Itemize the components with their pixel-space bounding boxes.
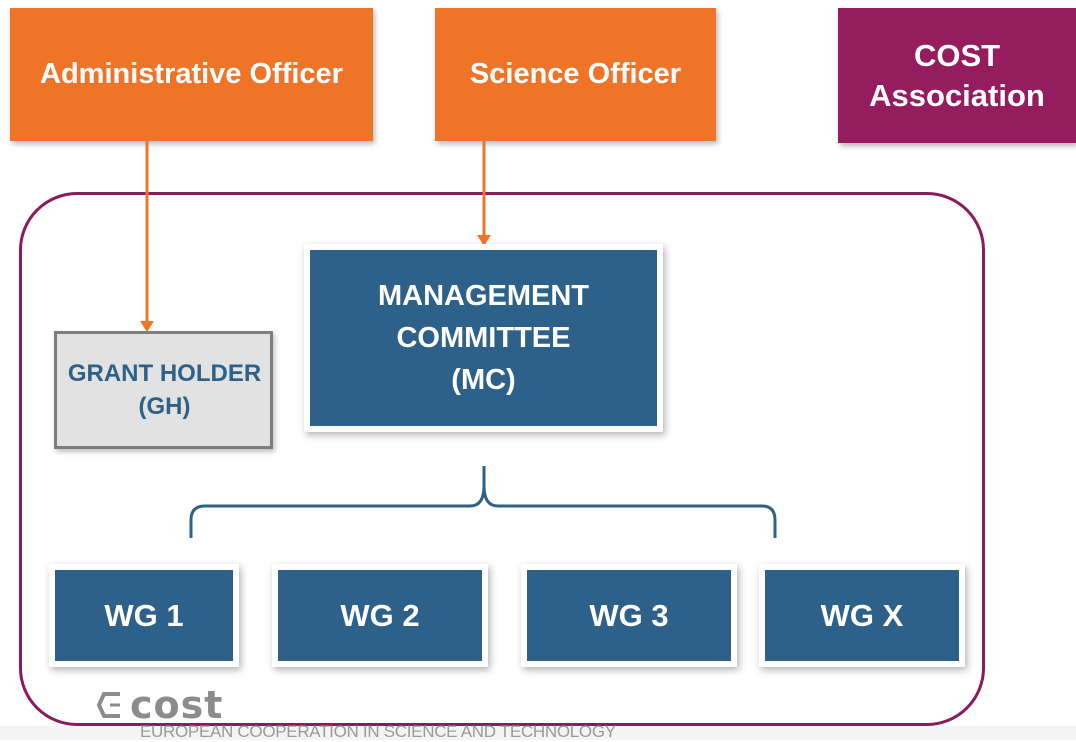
grant-holder-line-2: (GH) xyxy=(138,393,191,420)
management-committee-line-1: MANAGEMENT xyxy=(377,280,590,312)
action-frame xyxy=(19,192,985,726)
mc-brace xyxy=(189,466,777,538)
cost-association-line-1: COST xyxy=(913,37,1001,73)
science-to-mc-arrowhead xyxy=(477,235,491,246)
science-officer-label: Science Officer xyxy=(469,58,682,90)
administrative-officer-box: Administrative Officer xyxy=(10,8,373,141)
wg-3-box: WG 3 xyxy=(521,564,737,667)
cost-association-box: COST Association xyxy=(838,8,1076,143)
cost-logo: cost xyxy=(96,688,223,722)
wg-1-label: WG 1 xyxy=(104,597,184,633)
wg-3-label: WG 3 xyxy=(589,597,669,633)
cost-association-line-2: Association xyxy=(869,77,1045,113)
wg-2-box: WG 2 xyxy=(272,564,488,667)
cost-logo-text: cost xyxy=(130,688,223,722)
wg-2-label: WG 2 xyxy=(340,597,420,633)
management-committee-box: MANAGEMENT COMMITTEE (MC) xyxy=(304,244,663,432)
management-committee-line-3: (MC) xyxy=(451,364,516,396)
management-committee-line-2: COMMITTEE xyxy=(396,322,571,354)
wg-x-box: WG X xyxy=(759,564,965,667)
administrative-officer-label: Administrative Officer xyxy=(40,58,343,90)
wg-x-label: WG X xyxy=(820,597,904,633)
admin-to-grant-arrowhead xyxy=(140,321,154,332)
footer-background xyxy=(0,726,1076,740)
wg-1-box: WG 1 xyxy=(49,564,239,667)
science-officer-box: Science Officer xyxy=(435,8,716,141)
footer-tagline: EUROPEAN COOPERATION IN SCIENCE AND TECH… xyxy=(140,722,616,741)
grant-holder-box: GRANT HOLDER (GH) xyxy=(54,331,273,449)
grant-holder-line-1: GRANT HOLDER xyxy=(67,360,262,387)
